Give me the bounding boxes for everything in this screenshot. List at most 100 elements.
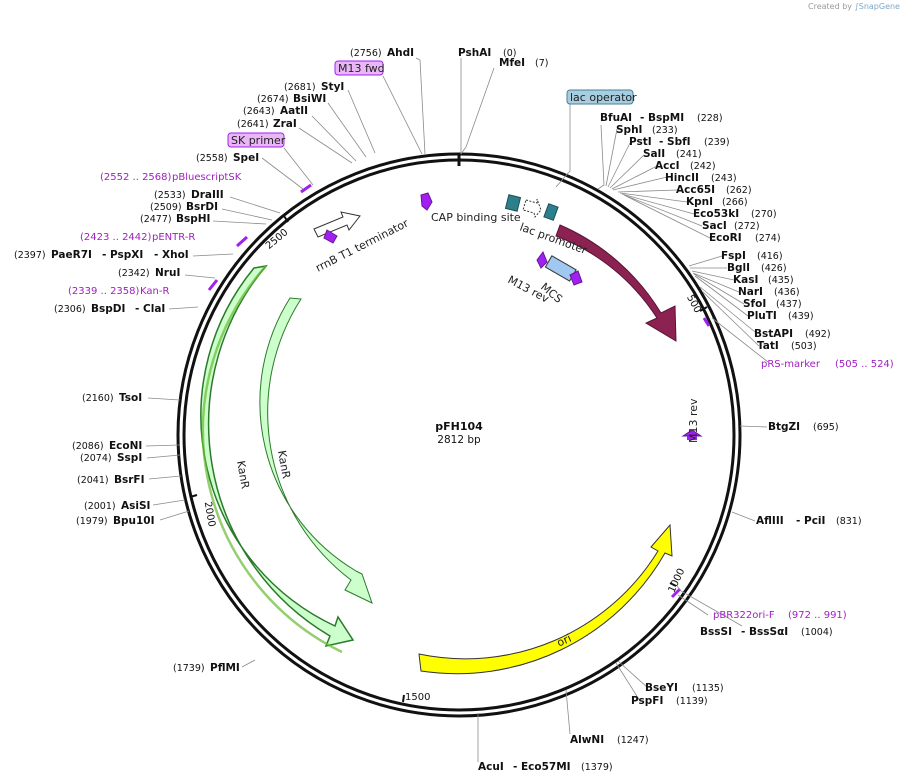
site-hincii[interactable]: HincII	[665, 172, 699, 184]
site-sfoi[interactable]: SfoI	[743, 298, 766, 310]
site-paer7i[interactable]: PaeR7I	[51, 249, 92, 261]
site-fspi[interactable]: FspI	[721, 250, 746, 262]
site-sbfi[interactable]: - SbfI	[659, 136, 691, 148]
site-btgzi[interactable]: BtgZI	[768, 421, 800, 433]
site-pcii[interactable]: - PciI	[796, 515, 825, 527]
site-paer7i-pos: (2397)	[14, 250, 46, 261]
site-bsrdi[interactable]: BsrDI	[186, 201, 218, 213]
site-xhoi[interactable]: - XhoI	[154, 249, 189, 261]
primer-m13fwd-box[interactable]	[334, 60, 384, 76]
site-clai[interactable]: - ClaI	[135, 303, 165, 315]
primer-pbr-bar[interactable]	[670, 587, 682, 599]
site-nari[interactable]: NarI	[738, 286, 763, 298]
site-kasi-pos: (435)	[768, 275, 794, 286]
site-pshai[interactable]: PshAI	[458, 47, 491, 59]
site-saci[interactable]: SacI	[702, 220, 727, 232]
site-hincii-pos: (243)	[711, 173, 737, 184]
site-aatii-pos: (2643)	[243, 106, 275, 117]
site-bsiwi[interactable]: BsiWI	[293, 93, 326, 105]
primer-marker-rrnb[interactable]	[323, 229, 338, 244]
leader-lines	[145, 57, 769, 762]
primer-prs-bar[interactable]	[702, 317, 711, 327]
site-pflmi-pos: (1739)	[173, 663, 205, 674]
site-pspxi[interactable]: - PspXI	[102, 249, 143, 261]
feature-kanr-outer-highlight	[201, 265, 343, 654]
primer-m13rev-left-marker[interactable]	[536, 250, 548, 269]
feature-kanr-outer-arrow[interactable]	[200, 264, 355, 648]
site-acc65i-pos: (262)	[726, 185, 752, 196]
site-bsphi[interactable]: BspHI	[176, 213, 210, 225]
site-alwni[interactable]: AlwNI	[570, 734, 604, 746]
primer-pbr-label[interactable]: pBR322ori-F	[713, 610, 775, 621]
site-bsssi[interactable]: BssSI	[700, 626, 732, 638]
site-econi[interactable]: EcoNI	[109, 440, 142, 452]
site-tati[interactable]: TatI	[757, 340, 779, 352]
primer-m13rev-right-marker[interactable]	[569, 270, 583, 286]
site-acui[interactable]: AcuI	[478, 761, 504, 773]
primer-prs-label[interactable]: pRS-marker	[761, 359, 821, 370]
site-psti-pos: (239)	[704, 137, 730, 148]
primer-bluescriptsk-label[interactable]: pBluescriptSK	[172, 172, 242, 183]
feature-lac-operator-box[interactable]	[543, 203, 559, 221]
site-acc65i[interactable]: Acc65I	[676, 184, 715, 196]
primer-pentr-bar[interactable]	[235, 235, 249, 248]
site-draiii[interactable]: DraIII	[191, 189, 224, 201]
site-bsssαi[interactable]: - BssSαI	[741, 626, 788, 638]
site-eco53ki[interactable]: Eco53kI	[693, 208, 739, 220]
feature-kanr-outer-label: KanR	[234, 460, 252, 491]
site-nrui[interactable]: NruI	[155, 267, 180, 279]
site-bsrfi[interactable]: BsrFI	[114, 474, 145, 486]
site-bsiwi-pos: (2674)	[257, 94, 289, 105]
primer-sk-box[interactable]	[227, 132, 285, 148]
credit-prefix: Created by	[808, 2, 853, 11]
site-psti[interactable]: PstI	[629, 136, 652, 148]
site-ecori[interactable]: EcoRI	[709, 232, 742, 244]
site-bspmi[interactable]: - BspMI	[640, 112, 684, 124]
primer-pentr-label[interactable]: pENTR-R	[152, 232, 195, 243]
site-bfuai[interactable]: BfuAI	[600, 112, 632, 124]
site-pshai-pos: (0)	[503, 48, 516, 59]
site-bspdi[interactable]: BspDI	[91, 303, 125, 315]
site-asisi[interactable]: AsiSI	[121, 500, 150, 512]
primer-kanr-bar[interactable]	[207, 279, 219, 291]
site-pspfi[interactable]: PspFI	[631, 695, 663, 707]
site-tsoi[interactable]: TsoI	[119, 392, 142, 404]
site-bfuai-pos: (228)	[697, 113, 723, 124]
site-afliii[interactable]: AflIII	[756, 515, 784, 527]
site-tsoi-pos: (2160)	[82, 393, 114, 404]
site-aatii[interactable]: AatII	[280, 105, 308, 117]
site-eco57mi[interactable]: - Eco57MI	[513, 761, 571, 773]
site-bgli[interactable]: BglI	[727, 262, 750, 274]
feature-lac-operator-label-box[interactable]	[566, 89, 634, 105]
site-bpu10i[interactable]: Bpu10I	[113, 515, 155, 527]
primer-bluescriptsk-bar[interactable]	[300, 183, 312, 194]
site-draiii-pos: (2533)	[154, 190, 186, 201]
site-kpni[interactable]: KpnI	[686, 196, 713, 208]
primer-kanr-label[interactable]: Kan-R	[140, 286, 169, 297]
feature-lacza-arrow[interactable]	[555, 224, 677, 342]
feature-lac-promoter-arrow[interactable]	[522, 198, 542, 219]
site-ahdi[interactable]: AhdI	[387, 47, 414, 59]
site-mfei[interactable]: MfeI	[499, 57, 525, 69]
site-acci[interactable]: AccI	[655, 160, 679, 172]
feature-kanr-inner-arrow[interactable]	[259, 297, 373, 604]
site-sphi[interactable]: SphI	[616, 124, 642, 136]
site-kasi[interactable]: KasI	[733, 274, 758, 286]
site-bstapi-pos: (492)	[805, 329, 831, 340]
site-sali[interactable]: SalI	[643, 148, 665, 160]
site-pluti[interactable]: PluTI	[747, 310, 777, 322]
site-fspi-pos: (416)	[757, 251, 783, 262]
feature-ori-arrow[interactable]	[418, 523, 673, 675]
feature-rrnb-arrow[interactable]	[313, 211, 361, 238]
site-styi[interactable]: StyI	[321, 81, 344, 93]
feature-cap-site-marker[interactable]	[420, 192, 433, 211]
site-acui-pos: (1379)	[581, 762, 613, 773]
site-sspi[interactable]: SspI	[117, 452, 142, 464]
site-pflmi[interactable]: PflMI	[210, 662, 240, 674]
site-bstapi[interactable]: BstAPI	[754, 328, 793, 340]
site-bseyi[interactable]: BseYI	[645, 682, 678, 694]
feature-cap-box[interactable]	[504, 194, 522, 212]
site-bsrfi-pos: (2041)	[77, 475, 109, 486]
site-spei[interactable]: SpeI	[233, 152, 259, 164]
site-zrai[interactable]: ZraI	[273, 118, 297, 130]
